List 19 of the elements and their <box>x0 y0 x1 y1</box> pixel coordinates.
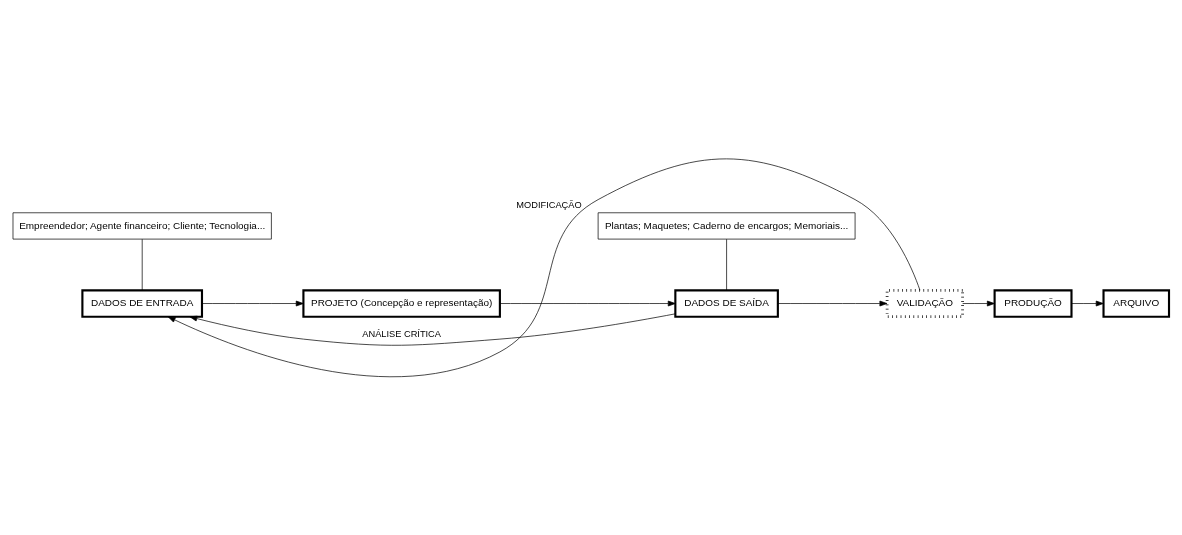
node-box: ARQUIVO <box>1102 288 1171 318</box>
connector <box>141 238 143 291</box>
arrow <box>499 300 676 306</box>
node-box: PRODUÇÃO <box>993 288 1073 318</box>
arrow <box>1071 300 1104 306</box>
edge-label: MODIFICAÇÃO <box>516 199 582 210</box>
arrow <box>167 158 921 377</box>
node-box: DADOS DE SAÍDA <box>674 288 779 318</box>
connector <box>726 238 727 291</box>
node-box: Empreendedor; Agente financeiro; Cliente; Tecnologia... <box>12 211 272 239</box>
arrow <box>201 300 304 306</box>
node-box: Plantas; Maquetes; Caderno de encargos; Memoriais... <box>597 211 856 239</box>
arrow <box>777 300 888 306</box>
node-box: PROJETO (Concepção e representação) <box>302 288 501 318</box>
node-box: VALIDAÇÃO <box>885 288 964 318</box>
node-box: DADOS DE ENTRADA <box>81 288 204 318</box>
edge-label: ANÁLISE CRÍTICA <box>362 328 441 339</box>
arrow <box>962 300 995 306</box>
arrow <box>189 313 676 346</box>
